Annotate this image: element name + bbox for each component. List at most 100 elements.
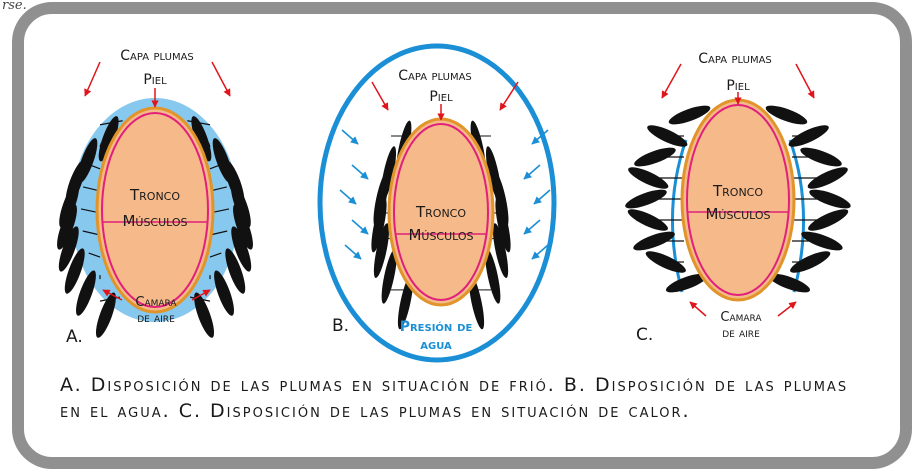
water-arrow: [344, 244, 362, 260]
panel-c: Tronco Músculos Capa plumas Piel Camara …: [625, 51, 851, 345]
feather-layer-c: [625, 105, 851, 293]
feather: [633, 231, 675, 251]
panel-letter-a: A.: [66, 327, 83, 347]
feather: [807, 167, 848, 189]
feather: [75, 270, 96, 316]
water-arrow: [531, 244, 549, 260]
water-arrow: [523, 219, 541, 235]
feather: [809, 189, 851, 209]
arrow-capa-left-c: [661, 63, 682, 99]
piel-label-c: Piel: [726, 78, 750, 94]
feather: [373, 223, 390, 279]
feather: [57, 204, 77, 250]
feather: [808, 209, 849, 231]
tronco-label-a: Tronco: [129, 186, 180, 204]
figure-caption: A. Disposición de las plumas en situació…: [60, 374, 849, 422]
panel-letter-b: B.: [332, 316, 349, 336]
feather: [381, 248, 397, 304]
feather: [801, 231, 843, 251]
feather: [95, 292, 116, 338]
panel-b: Tronco Músculos Capa plumas Piel Presión…: [317, 43, 557, 363]
arrow-capa-right-c: [795, 63, 815, 99]
capa-plumas-label-b: Capa plumas: [398, 68, 472, 84]
feather: [768, 273, 811, 293]
presion-label-1: Presión de: [400, 319, 473, 335]
water-arrow: [341, 129, 359, 145]
piel-label-a: Piel: [143, 72, 167, 88]
camara-label-a-1: Camara: [135, 295, 177, 310]
feather: [625, 189, 667, 209]
piel-label-b: Piel: [429, 89, 453, 105]
feather: [64, 248, 85, 294]
feather: [194, 292, 215, 338]
feather: [665, 273, 708, 293]
feather-shaft: [209, 252, 222, 258]
feather: [191, 116, 212, 162]
feather: [214, 270, 235, 316]
feather: [790, 251, 831, 273]
presion-label-2: agua: [420, 337, 452, 353]
feather-shaft: [88, 252, 101, 258]
feather: [485, 248, 501, 304]
arrow-capa-right-a: [211, 61, 231, 97]
feather: [230, 182, 251, 228]
musculos-label-a: Músculos: [122, 212, 187, 230]
feather: [59, 182, 80, 228]
arrow-capa-left-b: [371, 81, 389, 111]
panel-letter-c: C.: [636, 325, 653, 345]
arrow-capa-right-b: [499, 81, 519, 111]
panel-a: Tronco Músculos Capa plumas Piel Camara …: [57, 48, 253, 347]
feather: [634, 147, 676, 167]
feather: [645, 251, 686, 273]
feather: [58, 226, 79, 272]
feather: [765, 105, 808, 125]
feather-shaft: [208, 142, 211, 147]
feather: [225, 248, 246, 294]
muscle-c: [686, 104, 790, 296]
muscle-b: [393, 123, 489, 301]
skin-a: [95, 106, 215, 314]
camara-label-c-2: de aire: [722, 326, 760, 341]
feather: [800, 147, 842, 167]
feather: [231, 226, 252, 272]
camara-label-a-2: de aire: [137, 311, 175, 326]
water-arrow: [531, 129, 549, 145]
feather: [627, 209, 668, 231]
capa-plumas-label-a: Capa plumas: [120, 48, 194, 64]
musculos-label-b: Músculos: [408, 226, 473, 244]
feather-shaft: [89, 164, 101, 170]
feather: [628, 167, 669, 189]
feather: [98, 116, 119, 162]
top-text-fragment: rse.: [2, 0, 27, 13]
camara-label-c-1: Camara: [720, 310, 762, 325]
muscle-a: [101, 112, 209, 308]
arrow-camara-left-a: [102, 289, 123, 301]
water-boundary-b: [317, 43, 557, 363]
tronco-label-b: Tronco: [415, 203, 466, 221]
feather: [647, 125, 688, 147]
outer-frame: [12, 2, 912, 469]
tronco-label-c: Tronco: [712, 182, 763, 200]
feather: [788, 125, 829, 147]
musculos-label-c: Músculos: [705, 205, 770, 223]
arrow-camara-right-a: [191, 289, 211, 301]
arrow-camara-right-c: [777, 301, 797, 317]
water-arrow: [523, 164, 541, 180]
water-arrow: [339, 189, 357, 205]
arrow-capa-left-a: [84, 61, 101, 97]
arrow-camara-left-c: [689, 301, 707, 317]
feather-shaft: [209, 164, 221, 170]
feather-layer-b: [371, 120, 511, 330]
feather: [495, 197, 511, 253]
feather-layer-a: [57, 116, 253, 338]
feather: [233, 204, 253, 250]
feather: [492, 223, 509, 279]
skin-c: [680, 98, 796, 302]
water-arrow: [351, 219, 369, 235]
water-arrow: [533, 189, 551, 205]
feather-shaft: [99, 142, 102, 147]
water-pressure-arrows: [339, 129, 551, 260]
capa-plumas-label-c: Capa plumas: [698, 51, 772, 67]
feather: [668, 105, 711, 125]
